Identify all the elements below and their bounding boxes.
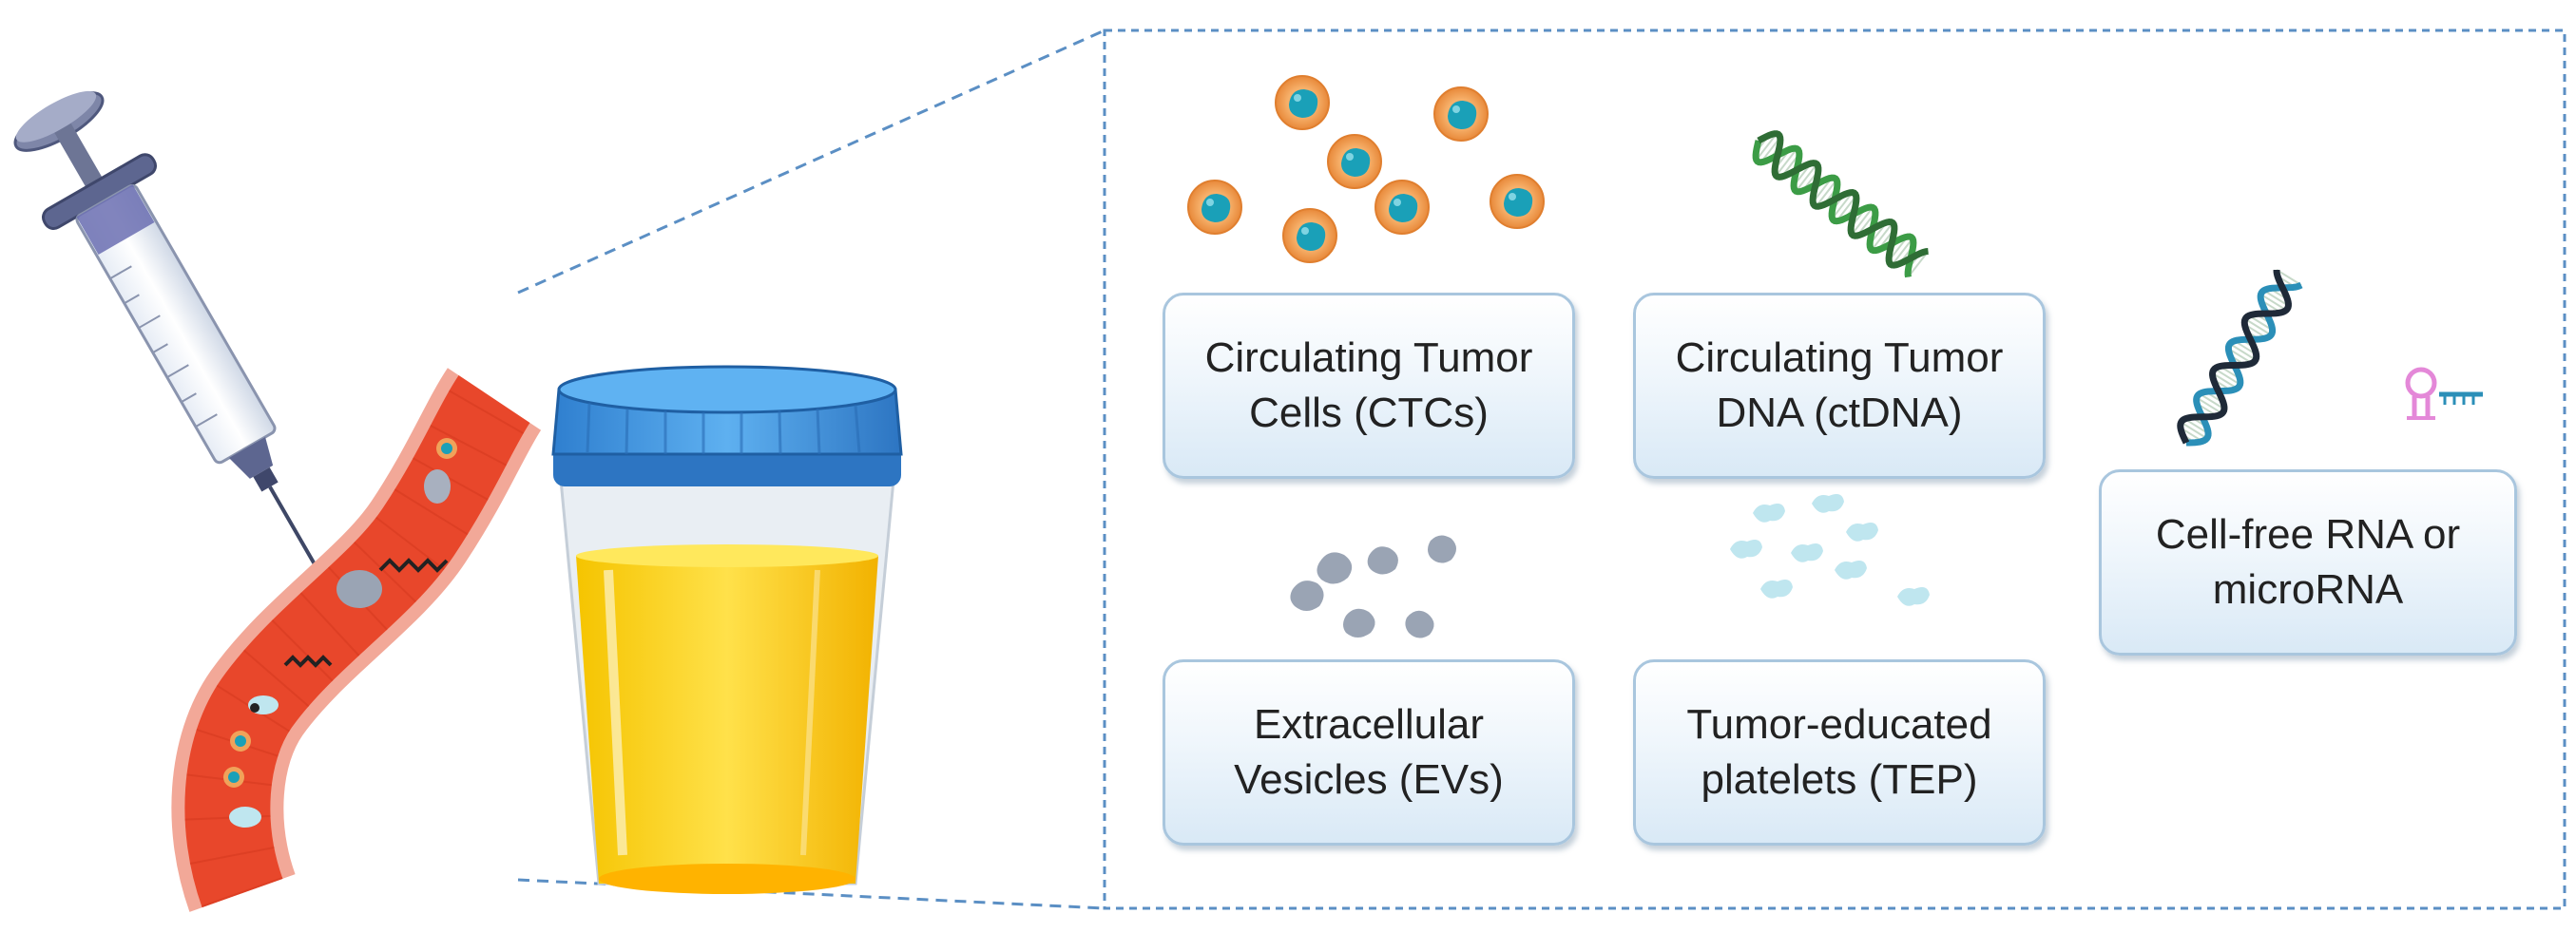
vesicles-icon [1290, 535, 1456, 638]
ctc-cell [1490, 174, 1545, 229]
ctc-cell [1187, 180, 1242, 235]
platelet [1812, 494, 1844, 513]
rna-helix-icon [2177, 269, 2303, 447]
card-ev: Extracellular Vesicles (EVs) [1163, 659, 1575, 846]
card-tep: Tumor-educated platelets (TEP) [1633, 659, 2046, 846]
ctc-cell [1375, 180, 1430, 235]
platelet [1835, 561, 1867, 580]
card-ctc: Circulating Tumor Cells (CTCs) [1163, 293, 1575, 479]
ctc-cell [1433, 86, 1489, 142]
card-rna: Cell-free RNA or microRNA [2099, 469, 2517, 656]
urine-cup-icon [551, 365, 903, 894]
syringe-icon [13, 90, 365, 650]
platelets-icon [1730, 494, 1930, 606]
ctc-cell [1275, 75, 1330, 130]
microrna-hairpin-icon [2405, 367, 2483, 420]
ctc-cell [1327, 134, 1382, 189]
zoom-box [1103, 29, 2566, 910]
blood-vessel-icon [171, 368, 542, 912]
platelet [1846, 523, 1878, 542]
card-ctdna: Circulating Tumor DNA (ctDNA) [1633, 293, 2046, 479]
platelet [1791, 543, 1823, 562]
platelet [1730, 540, 1762, 559]
platelet [1760, 580, 1793, 599]
ctc-cell [1282, 208, 1337, 263]
platelet [1753, 504, 1785, 523]
platelet [1897, 587, 1930, 606]
zoom-line-top [517, 29, 1105, 295]
ctdna-helix-icon [1752, 130, 1930, 278]
ctc-cells-icon [1187, 75, 1545, 263]
